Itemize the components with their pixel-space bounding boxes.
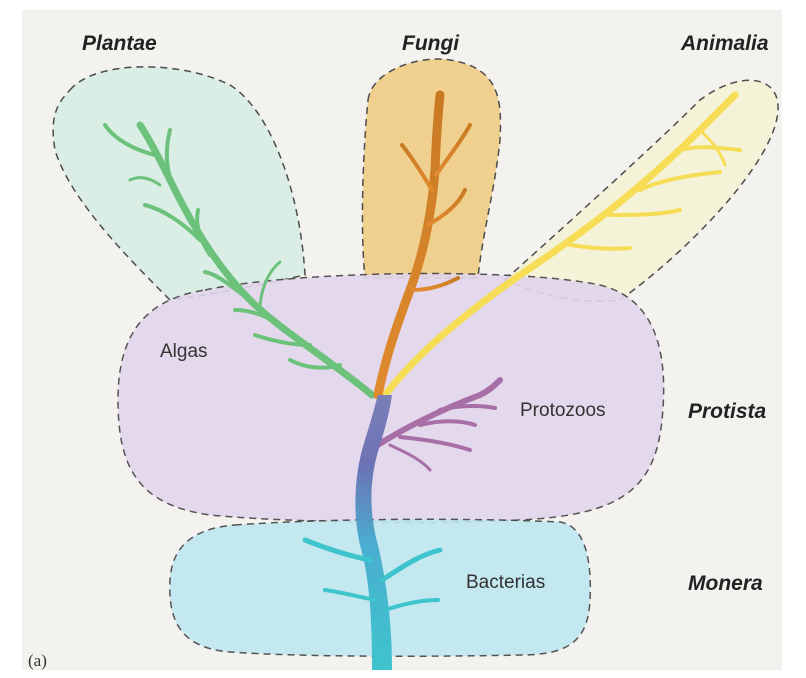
panel-label: (a): [28, 651, 47, 671]
kingdom-label-plantae: Plantae: [82, 32, 157, 56]
kingdom-label-animalia: Animalia: [681, 32, 769, 56]
plantae-region: [53, 67, 305, 300]
kingdom-label-protista: Protista: [688, 400, 766, 424]
kingdom-label-monera: Monera: [688, 572, 763, 596]
group-label-protozoos: Protozoos: [520, 400, 606, 422]
group-label-algas: Algas: [160, 341, 208, 363]
group-label-bacterias: Bacterias: [466, 572, 545, 594]
kingdom-label-fungi: Fungi: [402, 32, 459, 56]
